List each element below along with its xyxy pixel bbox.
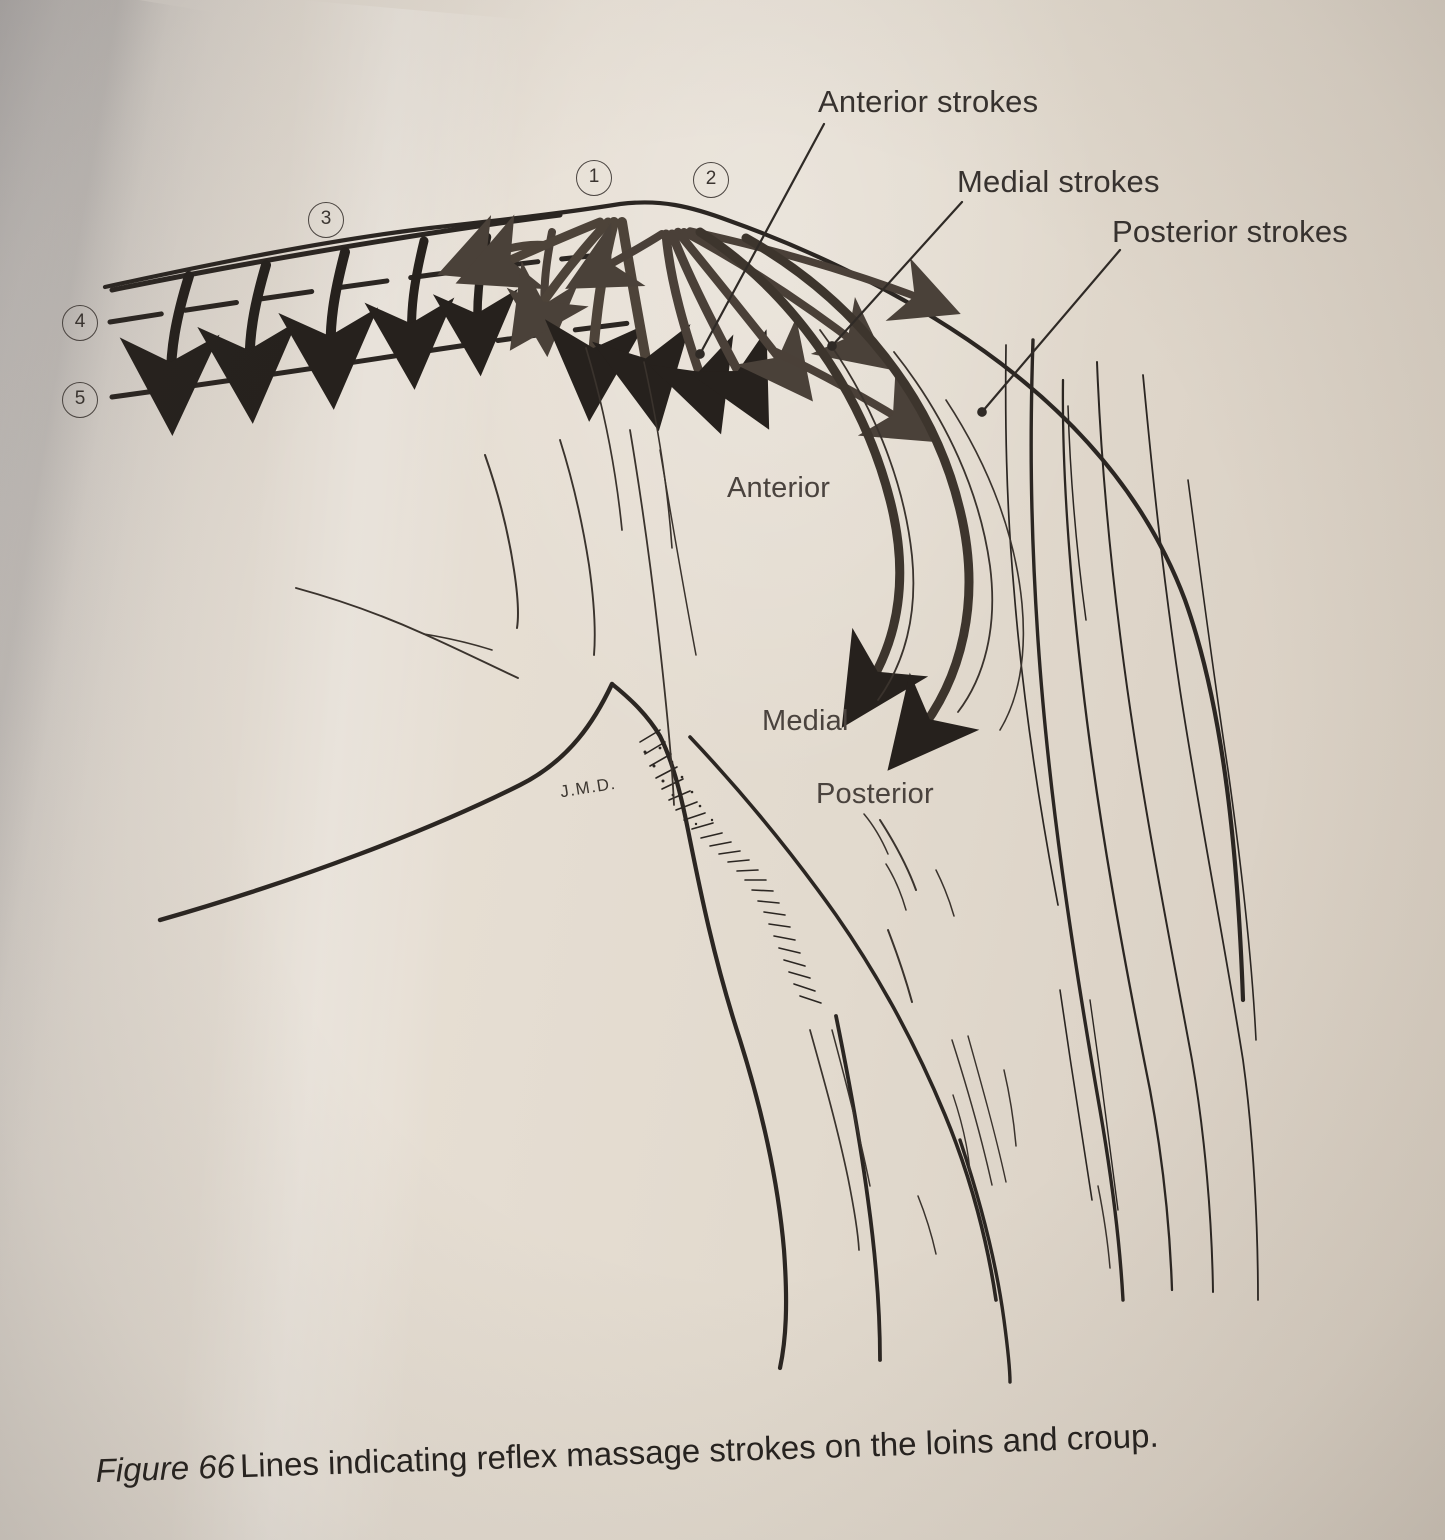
leader-medial-strokes xyxy=(827,200,964,351)
numbered-marker-4: 4 xyxy=(62,305,98,341)
figure-number: Figure 66 xyxy=(95,1447,236,1489)
label-anterior-strokes: Anterior strokes xyxy=(818,84,1039,119)
leader-posterior-strokes xyxy=(977,248,1122,417)
label-anterior: Anterior xyxy=(727,472,831,504)
label-posterior: Posterior xyxy=(816,778,934,810)
stroke-line-4 xyxy=(107,253,593,325)
body-outline xyxy=(102,200,1246,1003)
numbered-marker-5: 5 xyxy=(62,382,98,418)
long-sweep-arrows xyxy=(585,227,1025,771)
stroke-line-5 xyxy=(109,320,633,400)
medial-stroke-arrows xyxy=(565,222,961,443)
hindquarter-contours xyxy=(157,681,1012,1384)
numbered-marker-3: 3 xyxy=(308,202,344,238)
numbered-marker-2: 2 xyxy=(693,162,729,198)
leader-anterior-strokes xyxy=(695,122,826,359)
label-posterior-strokes: Posterior strokes xyxy=(1112,214,1348,249)
downward-massage-arrows xyxy=(119,232,518,436)
surface-detail-marks xyxy=(863,813,1111,1269)
tail-strands xyxy=(1004,338,1259,1302)
label-medial-strokes: Medial strokes xyxy=(957,164,1160,199)
numbered-marker-1: 1 xyxy=(576,160,612,196)
label-medial: Medial xyxy=(762,705,849,737)
muscle-hatching xyxy=(639,729,822,1004)
callout-leader-lines xyxy=(695,122,1122,417)
